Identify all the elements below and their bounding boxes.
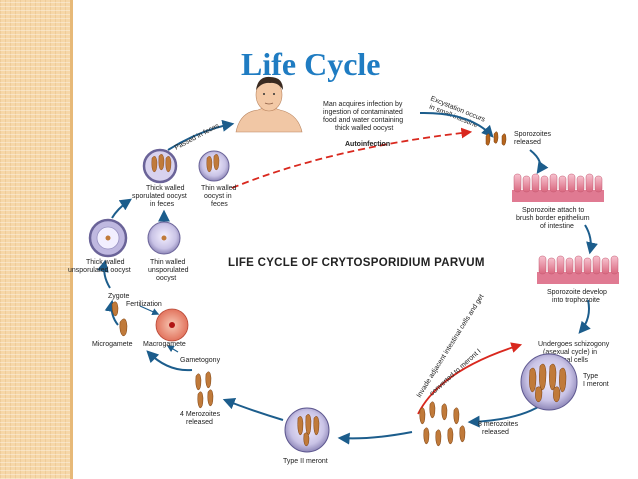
invade-arrow (417, 342, 523, 415)
thin-unsporulated-label-line1: Thin walled (150, 259, 186, 266)
thick-unsporulated-label-line1: Thick walled (86, 259, 125, 266)
infection-label-line4: thick walled oocyst (335, 125, 393, 132)
arrow-to-develop (584, 224, 598, 255)
gametogony-pointer (166, 345, 179, 353)
thick-sporulated-label-line2: sporulated oocyst (132, 193, 187, 200)
arrow-excystation (419, 111, 494, 138)
type2-meront-label: Type II meront (283, 458, 328, 465)
thin-feces-label-line2: oocyst in (204, 193, 232, 200)
infection-label-line3: food and water containing (323, 117, 403, 124)
attach-label-line1: Sporozoite attach to (522, 207, 584, 214)
attach-label-line2: brush border epithelium (516, 215, 590, 222)
infection-label-line1: Man acquires infection by (323, 101, 403, 108)
fertilization-pointer (139, 305, 160, 315)
sporozoites-label-line2: released (514, 139, 541, 146)
arrow-to-sporulated (111, 198, 132, 219)
merozoites-8-image (419, 401, 466, 447)
merozoites-4-label-line2: released (186, 419, 213, 426)
type1-meront-image (520, 353, 578, 411)
cycle-arrows (96, 111, 598, 445)
zygote-label: Zygote (108, 293, 130, 300)
arrow-to-4-merozoites (222, 397, 284, 421)
decorative-left-band (0, 0, 70, 479)
infection-label-line2: ingestion of contaminated (323, 109, 403, 116)
human-figure-image (235, 76, 303, 133)
arrow-to-gametes (146, 350, 193, 372)
diagram-title: LIFE CYCLE OF CRYTOSPORIDIUM PARVUM (228, 257, 485, 269)
thin-feces-label-line1: Thin walled (201, 185, 237, 192)
slide-title: Life Cycle (241, 46, 381, 82)
thin-unsporulated-label-line2: unsporulated (148, 267, 189, 274)
thick-sporulated-label-line1: Thick walled (146, 185, 185, 192)
develop-label-line1: Sporozoite develop (547, 289, 607, 296)
thin-unsporulated-label-line3: oocyst (156, 275, 176, 282)
type1-meront-label-line1: Type (583, 373, 598, 380)
left-band-border (70, 0, 73, 479)
thick-sporulated-oocyst-image (142, 148, 178, 184)
merozoites-8-label-line1: 8 merozoites (478, 421, 519, 428)
autoinfection-label: Autoinfection (345, 141, 390, 148)
thick-sporulated-label-line3: in feces (150, 201, 175, 208)
type2-meront-image (284, 407, 330, 453)
merozoites-4-image (195, 371, 214, 409)
attach-label-line3: of intestine (540, 223, 574, 230)
arrow-to-attach (529, 149, 549, 174)
arrow-to-type2 (337, 431, 413, 445)
type1-meront-label-line2: I meront (583, 381, 609, 388)
fertilization-label: Fertilization (126, 301, 162, 308)
intestinal-villi-image-1 (512, 173, 604, 202)
zygote-image (111, 301, 119, 317)
schizogony-label-line1: Undergoes schizogony (538, 341, 610, 348)
thick-unsporulated-oocyst-image (88, 218, 128, 258)
sporozoites-label-line1: Sporozoites (514, 131, 551, 138)
merozoites-8-label-line2: released (482, 429, 509, 436)
microgamete-image (119, 318, 128, 337)
gametogony-label: Gametogony (180, 357, 221, 364)
develop-label-line2: into trophozoite (552, 297, 600, 304)
sporozoites-image (485, 131, 507, 146)
microgamete-label: Microgamete (92, 341, 133, 348)
arrow-to-schizogony (578, 299, 591, 334)
thick-unsporulated-label-line2: unsporulated oocyst (68, 267, 131, 274)
schizogony-label-line2: (asexual cycle) in (543, 349, 597, 356)
macrogamete-label: Macrogamete (143, 341, 186, 348)
passed-in-feces-label: Passed in feces (174, 122, 221, 152)
autoinfection-arrow (231, 127, 473, 189)
thin-unsporulated-oocyst-image (147, 221, 181, 255)
thin-feces-label-line3: feces (211, 201, 228, 208)
thin-feces-oocyst-image (198, 150, 230, 182)
macrogamete-image (155, 308, 189, 342)
arrow-passed-in-feces (167, 119, 235, 151)
merozoites-4-label-line1: 4 Merozoites (180, 411, 221, 418)
invade-label-line1: Invade adjacent intestinal cells and get (416, 293, 486, 399)
intestinal-villi-image-2 (537, 255, 619, 284)
arrow-to-oocysts (96, 259, 111, 289)
